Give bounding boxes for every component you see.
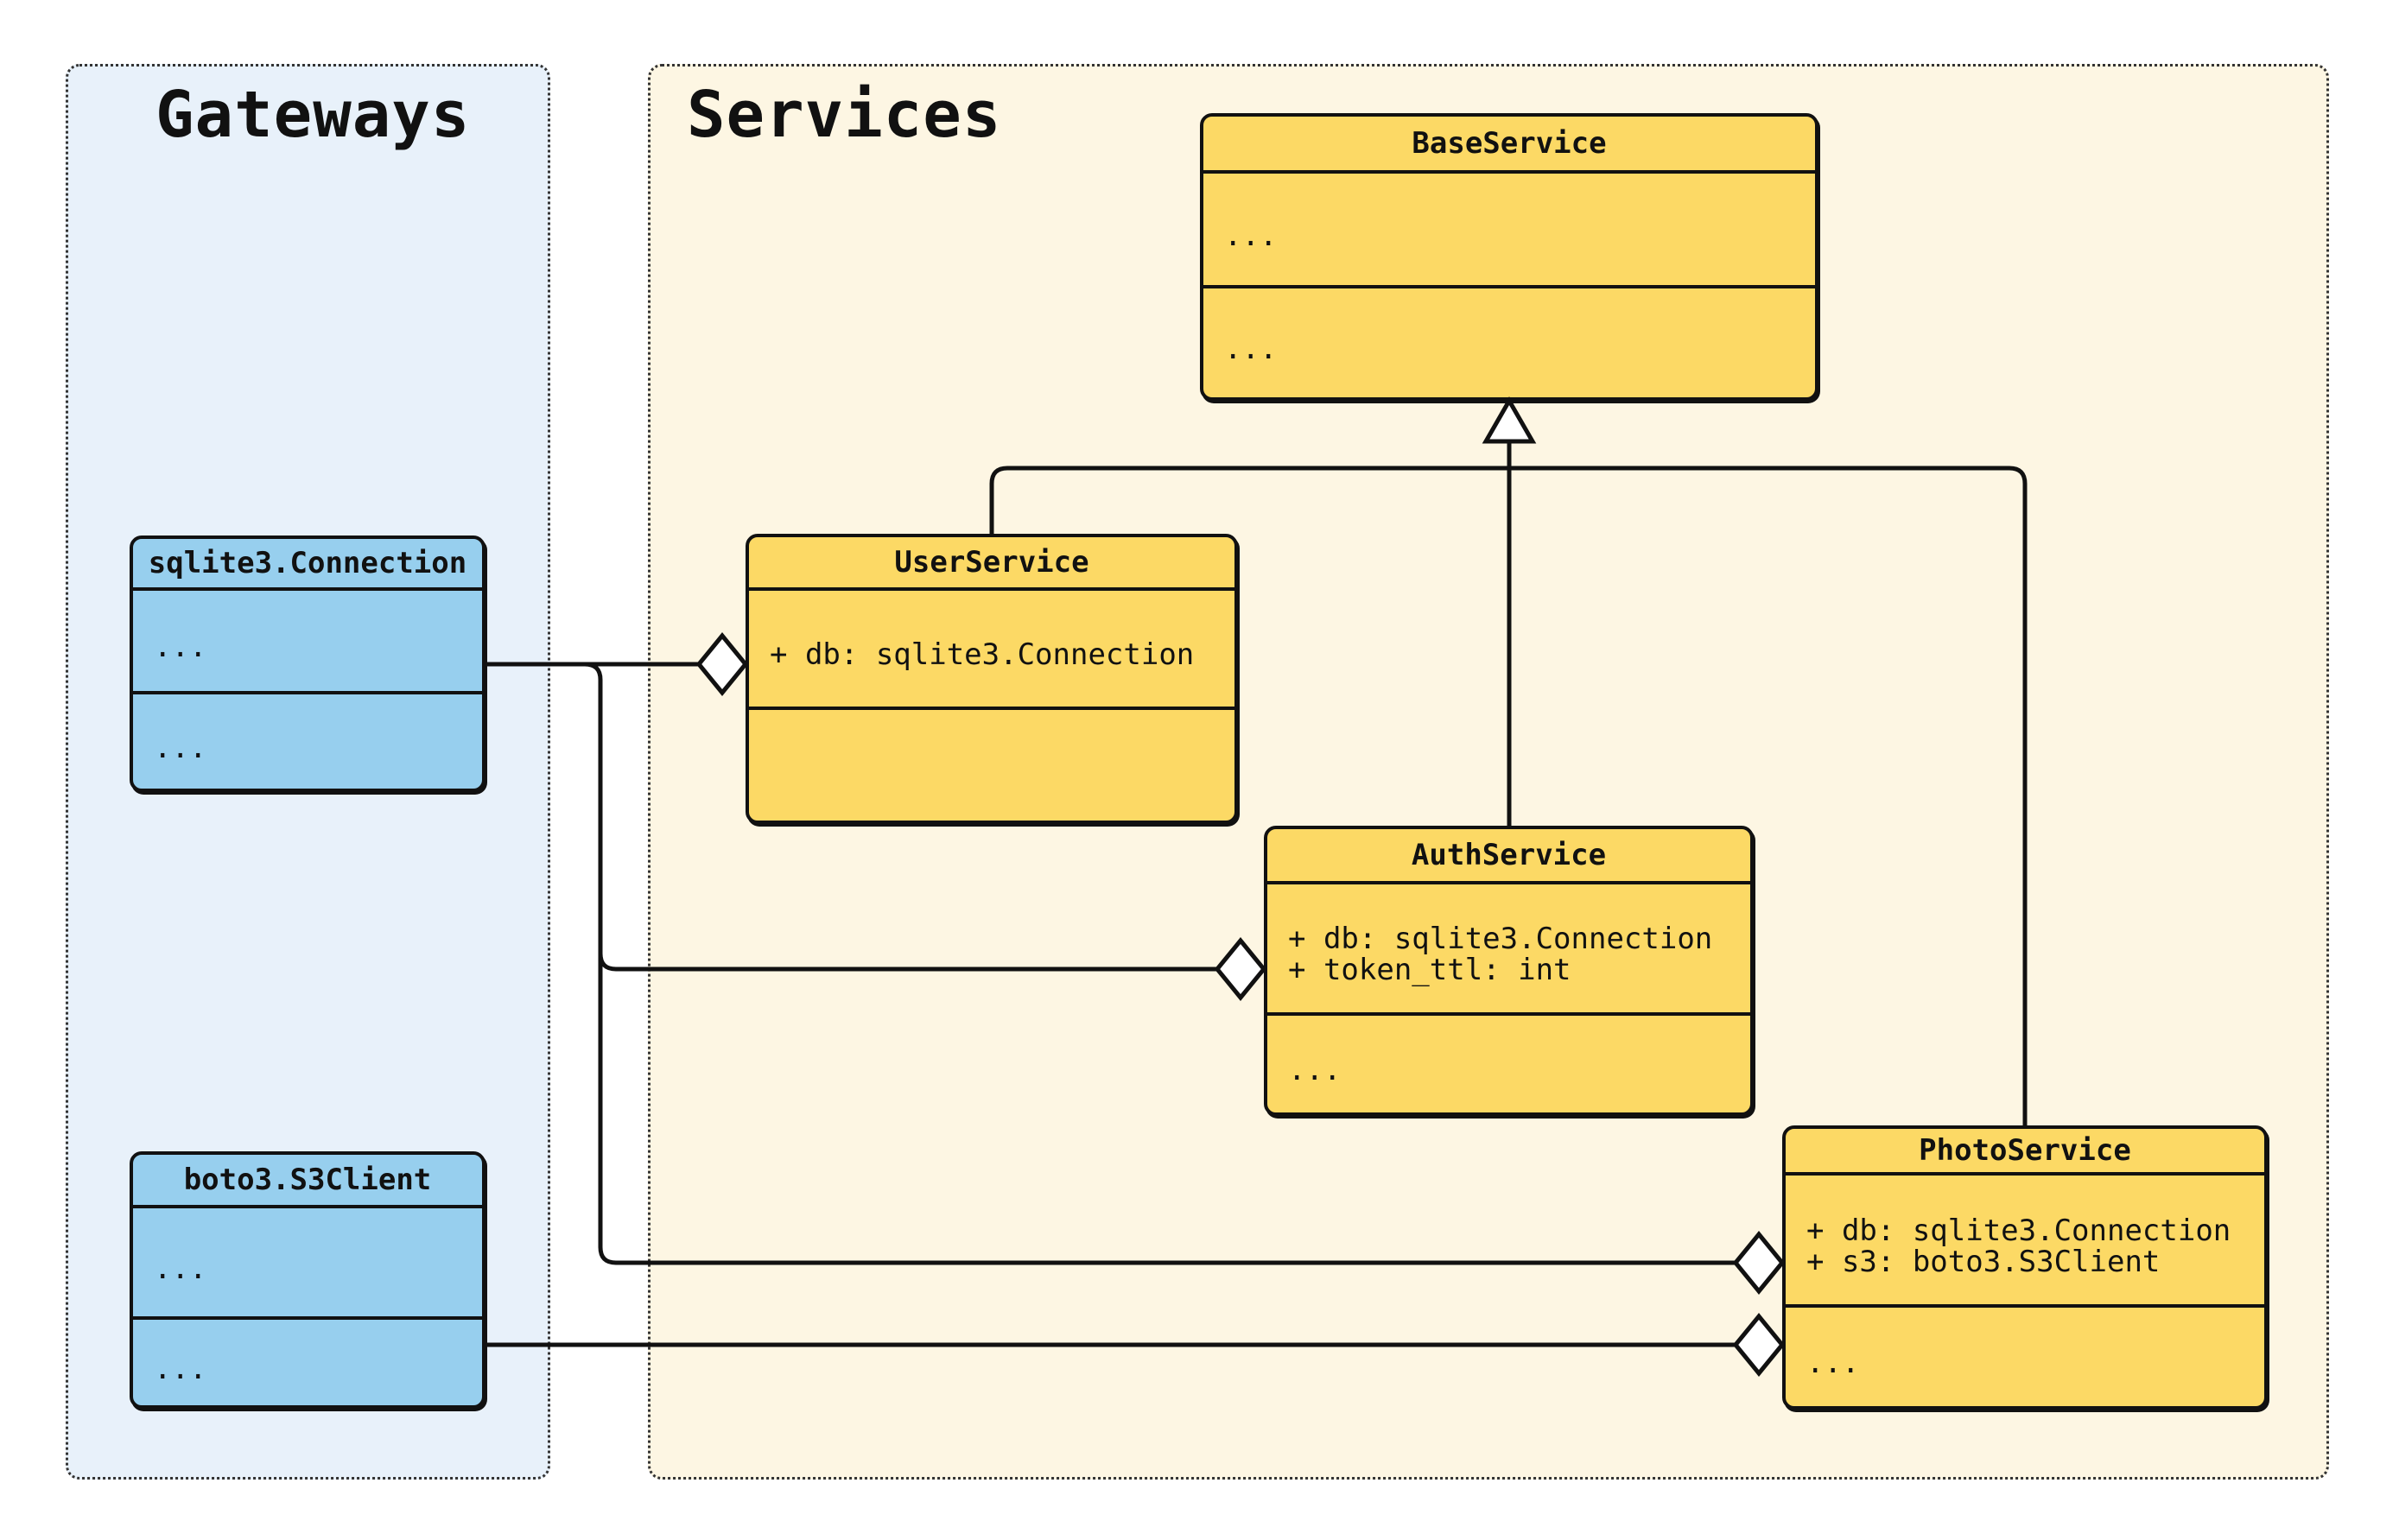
class-attribute: + db: sqlite3.Connection — [770, 637, 1195, 672]
container-gateways-title: Gateways — [155, 78, 471, 152]
class-title: AuthService — [1411, 838, 1607, 872]
class-method: ... — [154, 730, 207, 765]
class-box-userservice[interactable]: UserService + db: sqlite3.Connection — [746, 534, 1238, 824]
class-attribute: ... — [154, 630, 207, 664]
class-attributes: + db: sqlite3.Connection — [749, 587, 1234, 707]
class-attribute: ... — [154, 1251, 207, 1286]
class-box-authservice[interactable]: AuthService + db: sqlite3.Connection + t… — [1264, 826, 1754, 1116]
class-attributes: ... — [133, 1205, 482, 1316]
class-title: UserService — [894, 545, 1089, 580]
class-methods: ... — [133, 1316, 482, 1405]
class-methods — [749, 707, 1234, 821]
container-services-title: Services — [687, 78, 1002, 152]
class-title: boto3.S3Client — [183, 1163, 432, 1197]
class-attributes: + db: sqlite3.Connection + token_ttl: in… — [1267, 881, 1750, 1012]
class-title: PhotoService — [1919, 1133, 2131, 1168]
class-attribute: ... — [1224, 218, 1278, 253]
class-title: sqlite3.Connection — [148, 546, 467, 580]
class-method: ... — [154, 1351, 207, 1386]
class-box-sqlite3-connection[interactable]: sqlite3.Connection ... ... — [130, 536, 486, 792]
class-attributes: ... — [1203, 170, 1815, 285]
class-attribute: + db: sqlite3.Connection — [1806, 1213, 2231, 1248]
class-box-baseservice[interactable]: BaseService ... ... — [1200, 113, 1818, 401]
class-methods: ... — [1203, 285, 1815, 397]
class-method: ... — [1224, 332, 1278, 366]
class-methods: ... — [1267, 1012, 1750, 1112]
class-title: BaseService — [1412, 126, 1607, 161]
class-method: ... — [1806, 1346, 1860, 1380]
class-method: ... — [1288, 1053, 1342, 1087]
class-methods: ... — [133, 691, 482, 789]
class-attribute: + db: sqlite3.Connection — [1288, 922, 1713, 956]
class-attribute: + token_ttl: int — [1288, 953, 1571, 987]
class-attributes: ... — [133, 587, 482, 691]
class-attributes: + db: sqlite3.Connection + s3: boto3.S3C… — [1786, 1172, 2264, 1304]
class-box-photoservice[interactable]: PhotoService + db: sqlite3.Connection + … — [1782, 1125, 2268, 1410]
class-attribute: + s3: boto3.S3Client — [1806, 1244, 2161, 1279]
class-methods: ... — [1786, 1304, 2264, 1406]
class-box-boto3-s3client[interactable]: boto3.S3Client ... ... — [130, 1151, 486, 1409]
